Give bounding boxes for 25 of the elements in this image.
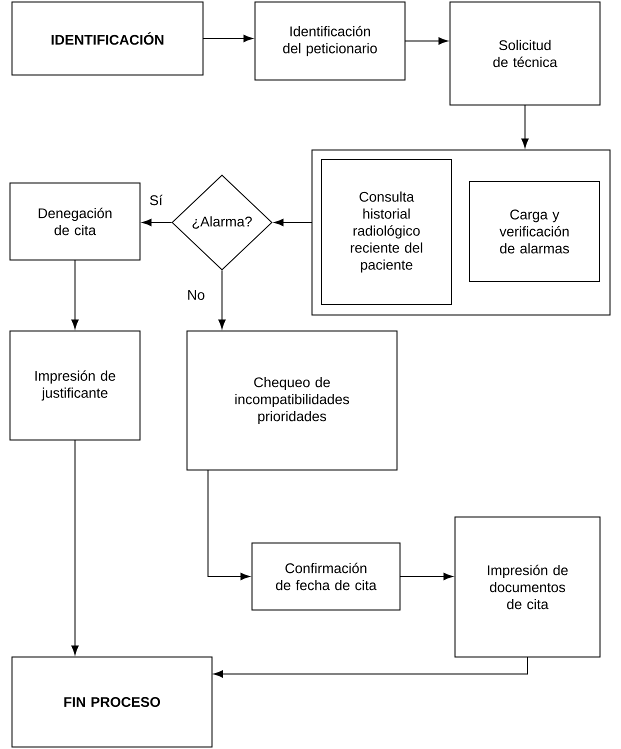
- arrow: [274, 218, 312, 226]
- process-box: Identificación del peticionario: [254, 2, 406, 80]
- edge-label: Sí: [148, 194, 164, 206]
- arrow: [521, 105, 529, 148]
- arrow: [71, 260, 79, 329]
- arrow: [71, 440, 79, 655]
- edge-label: No: [186, 289, 206, 301]
- arrow: [214, 657, 528, 678]
- arrow: [218, 270, 226, 329]
- process-box: Impresión de documentos de cita: [454, 516, 600, 658]
- process-box: IDENTIFICACIÓN: [12, 2, 204, 76]
- arrow: [405, 37, 448, 45]
- process-box: Confirmación de fecha de cita: [252, 542, 400, 610]
- process-box: Solicitud de técnica: [450, 2, 600, 106]
- process-box: Denegación de cita: [10, 182, 140, 260]
- process-box: Carga y verificación de alarmas: [469, 181, 600, 282]
- process-box: Impresión de justificante: [10, 330, 140, 440]
- group-box: [312, 150, 610, 316]
- process-box: Chequeo de incompatibilidades prioridades: [186, 330, 398, 470]
- arrow: [400, 572, 453, 580]
- arrow: [142, 218, 172, 226]
- process-box: FIN PROCESO: [12, 656, 212, 748]
- process-box: Consulta historial radiológico reciente del paciente: [321, 159, 452, 305]
- arrow: [208, 470, 250, 580]
- arrow: [203, 34, 253, 42]
